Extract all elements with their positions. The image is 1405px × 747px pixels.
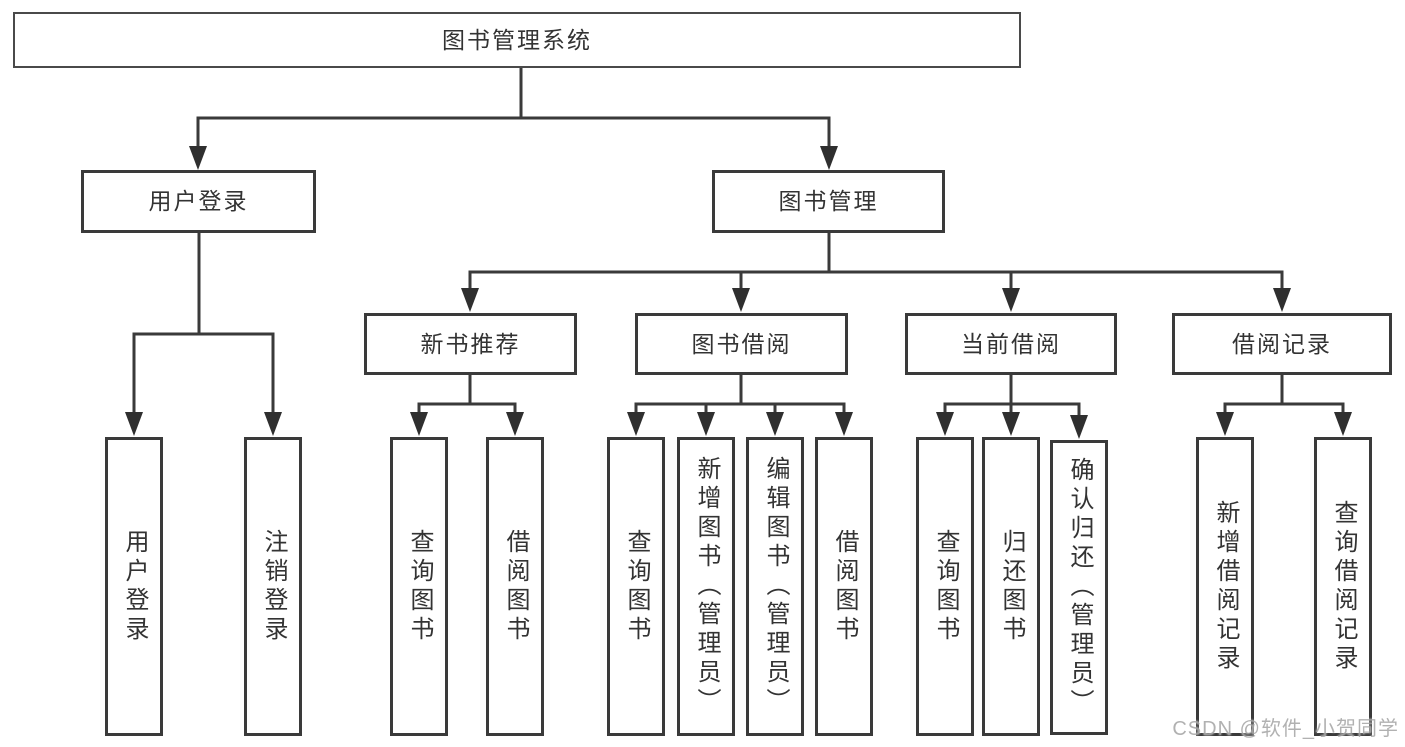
leaf-query-books: 查询图书 <box>607 437 665 736</box>
leaf-label: 新增图书（管理员） <box>693 456 720 717</box>
leaf-user-login: 用户登录 <box>105 437 163 736</box>
arrow-to-leaf-cb-confirm <box>1070 415 1088 439</box>
leaf-add-borrow-record: 新增借阅记录 <box>1196 437 1254 736</box>
leaf-label: 归还图书 <box>998 528 1025 645</box>
leaf-query-borrow-record: 查询借阅记录 <box>1314 437 1372 736</box>
connector-root-to-level2 <box>196 66 831 148</box>
leaf-query-books: 查询图书 <box>916 437 974 736</box>
leaf-label: 查询图书 <box>623 528 650 645</box>
node-new-book-recommend: 新书推荐 <box>364 313 577 375</box>
node-label: 新书推荐 <box>420 330 521 357</box>
leaf-return-books: 归还图书 <box>982 437 1040 736</box>
arrowheads <box>125 146 1352 439</box>
leaf-confirm-return-admin: 确认归还（管理员） <box>1050 440 1108 735</box>
node-book-borrowing: 图书借阅 <box>635 313 848 375</box>
node-label: 当前借阅 <box>961 330 1061 357</box>
node-library-management-system: 图书管理系统 <box>13 12 1021 68</box>
leaf-label: 借阅图书 <box>831 528 858 645</box>
connector-borrow-record-children <box>1223 373 1345 415</box>
arrow-to-book-borrow <box>732 288 750 312</box>
arrow-to-leaf-logout <box>264 412 282 436</box>
node-label: 图书管理系统 <box>442 26 592 53</box>
arrow-to-user-login <box>189 146 207 170</box>
leaf-borrow-books: 借阅图书 <box>815 437 873 736</box>
leaf-query-books: 查询图书 <box>390 437 448 736</box>
arrow-to-leaf-bb-edit <box>766 412 784 436</box>
leaf-label: 确认归还（管理员） <box>1066 457 1093 718</box>
arrow-to-leaf-user-login <box>125 412 143 436</box>
arrow-to-borrow-record <box>1273 288 1291 312</box>
leaf-label: 用户登录 <box>121 528 148 645</box>
node-borrowing-records: 借阅记录 <box>1172 313 1392 375</box>
arrow-to-book-mgmt <box>820 146 838 170</box>
connector-current-borrow-children <box>943 373 1081 418</box>
leaf-add-books-admin: 新增图书（管理员） <box>677 437 735 736</box>
connector-user-login-children <box>132 231 275 415</box>
arrow-to-leaf-nb-query <box>410 412 428 436</box>
connector-book-mgmt-children <box>468 231 1284 291</box>
leaf-logout: 注销登录 <box>244 437 302 736</box>
node-label: 用户登录 <box>148 188 249 214</box>
node-user-login: 用户登录 <box>81 170 316 233</box>
node-current-borrowing: 当前借阅 <box>905 313 1117 375</box>
node-book-management: 图书管理 <box>712 170 945 233</box>
arrow-to-new-book <box>461 288 479 312</box>
node-label: 借阅记录 <box>1232 330 1332 357</box>
node-label: 图书管理 <box>778 188 879 214</box>
arrow-to-leaf-cb-query <box>936 412 954 436</box>
connector-book-borrow-children <box>634 373 846 415</box>
connector-new-book-children <box>417 373 517 415</box>
leaf-label: 新增借阅记录 <box>1212 499 1239 674</box>
node-label: 图书借阅 <box>691 330 792 357</box>
leaf-label: 查询借阅记录 <box>1330 499 1357 674</box>
arrow-to-leaf-br-query <box>1334 412 1352 436</box>
leaf-label: 注销登录 <box>260 528 287 645</box>
leaf-edit-books-admin: 编辑图书（管理员） <box>746 437 804 736</box>
arrow-to-leaf-bb-add <box>697 412 715 436</box>
arrow-to-leaf-br-add <box>1216 412 1234 436</box>
arrow-to-leaf-bb-borrow <box>835 412 853 436</box>
leaf-label: 编辑图书（管理员） <box>762 456 789 717</box>
csdn-watermark: CSDN @软件_小贺同学 <box>1172 718 1399 740</box>
leaf-borrow-books: 借阅图书 <box>486 437 544 736</box>
arrow-to-current-borrow <box>1002 288 1020 312</box>
arrow-to-leaf-cb-return <box>1002 412 1020 436</box>
arrow-to-leaf-nb-borrow <box>506 412 524 436</box>
leaf-label: 借阅图书 <box>502 528 529 645</box>
leaf-label: 查询图书 <box>406 528 433 645</box>
arrow-to-leaf-bb-query <box>627 412 645 436</box>
leaf-label: 查询图书 <box>932 528 959 645</box>
